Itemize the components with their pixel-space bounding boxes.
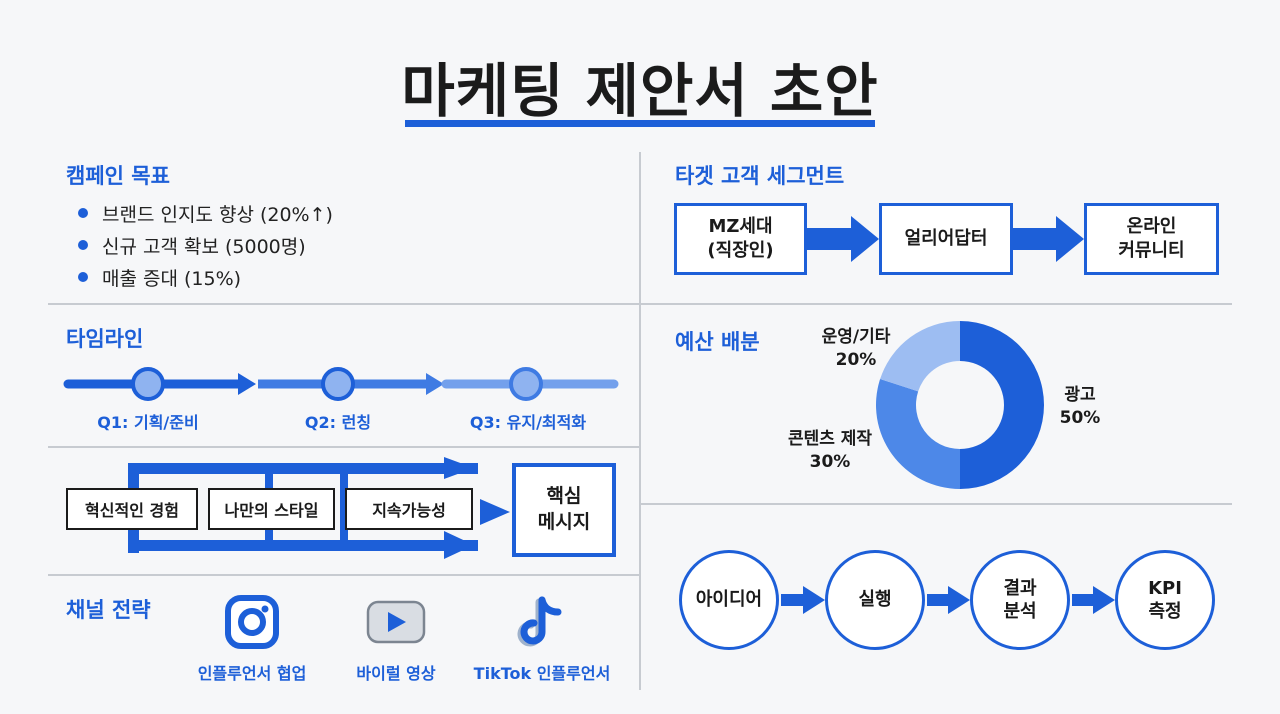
donut-slice-ad [960,321,1044,489]
core-message-line2: 메시지 [537,511,591,533]
timeline-title: 타임라인 [66,327,144,351]
segment-box-early-adopter: 얼리어답터 [879,203,1013,275]
message-item-sustainability: 지속가능성 [345,488,473,530]
segment-label: 얼리어답터 [904,227,988,249]
list-item: 매출 증대 (15%) [78,261,333,293]
goal-text: 브랜드 인지도 향상 (20%↑) [102,203,333,226]
pie-label-ad: 광고 50% [1052,384,1108,430]
budget-title: 예산 배분 [675,330,760,354]
process-step-analysis: 결과 분석 [970,550,1070,650]
message-item-innovative: 혁신적인 경험 [66,488,198,530]
donut-slice-operations [880,321,960,392]
channel-strategy-title: 채널 전략 [66,598,151,622]
milestone-label-q2: Q2: 런칭 [304,413,372,432]
segment-sublabel: (직장인) [707,240,774,261]
goal-text: 신규 고객 확보 (5000명) [102,235,306,258]
step-label: 결과 [1003,577,1037,599]
list-item: 브랜드 인지도 향상 (20%↑) [78,197,333,229]
segment-arrow-1 [807,216,879,262]
bullet-icon [78,240,88,250]
bullet-icon [78,272,88,282]
pie-category: 광고 [1064,385,1096,405]
divider-left-3 [48,574,640,576]
segment-box-mz: MZ세대 (직장인) [674,203,807,275]
segment-label: 온라인 [1126,215,1177,237]
list-item: 신규 고객 확보 (5000명) [78,229,333,261]
donut-slice-content [876,379,960,489]
timeline-track [63,367,619,401]
step-label: 아이디어 [695,589,763,611]
tiktok-icon [517,596,562,647]
step-label: 실행 [858,589,892,611]
budget-donut-chart [876,321,1044,489]
divider-row-1 [48,303,1232,305]
divider-left-2 [48,446,640,448]
milestone-dot [509,367,543,401]
pie-value: 20% [835,349,877,370]
segment-label: MZ세대 [708,215,773,237]
segment-sublabel: 커뮤니티 [1118,240,1185,261]
core-message-line1: 핵심 [546,485,582,508]
pie-label-operations: 운영/기타 20% [808,326,904,372]
title-underline [405,120,875,127]
segment-arrow-2 [1013,216,1084,262]
divider-right-2 [640,503,1232,505]
step-sublabel: 분석 [1003,601,1037,622]
process-step-kpi: KPI 측정 [1115,550,1215,650]
process-arrow-2 [927,586,970,614]
pie-label-content: 콘텐츠 제작 30% [780,428,880,474]
milestone-label-q3: Q3: 유지/최적화 [469,413,587,432]
step-sublabel: 측정 [1148,601,1182,622]
message-item-style: 나만의 스타일 [208,488,335,530]
process-arrow-3 [1072,586,1115,614]
channel-label-viral-video: 바이럴 영상 [356,664,436,683]
pie-value: 50% [1059,407,1101,428]
milestone-dot [131,367,165,401]
process-arrow-1 [781,586,825,614]
channel-label-influencer: 인플루언서 협업 [197,664,307,683]
target-segment-title: 타겟 고객 세그먼트 [675,164,845,188]
segment-box-online-community: 온라인 커뮤니티 [1084,203,1219,275]
page-title: 마케팅 제안서 초안 [401,57,879,125]
instagram-icon [225,595,279,649]
goal-text: 매출 증대 (15%) [102,267,242,290]
campaign-goals-title: 캠페인 목표 [66,164,170,188]
process-step-execution: 실행 [825,550,925,650]
core-message-box: 핵심 메시지 [512,463,616,557]
bullet-icon [78,208,88,218]
campaign-goals-list: 브랜드 인지도 향상 (20%↑) 신규 고객 확보 (5000명) 매출 증대… [78,197,333,293]
pie-category: 콘텐츠 제작 [787,429,873,449]
channel-label-tiktok: TikTok 인플루언서 [473,664,611,683]
pie-value: 30% [809,451,851,472]
youtube-icon [366,600,426,644]
step-label: KPI [1148,577,1182,599]
pie-category: 운영/기타 [821,327,891,347]
process-step-idea: 아이디어 [679,550,779,650]
milestone-label-q1: Q1: 기획/준비 [97,413,199,432]
milestone-dot [321,367,355,401]
vertical-divider [639,152,641,690]
